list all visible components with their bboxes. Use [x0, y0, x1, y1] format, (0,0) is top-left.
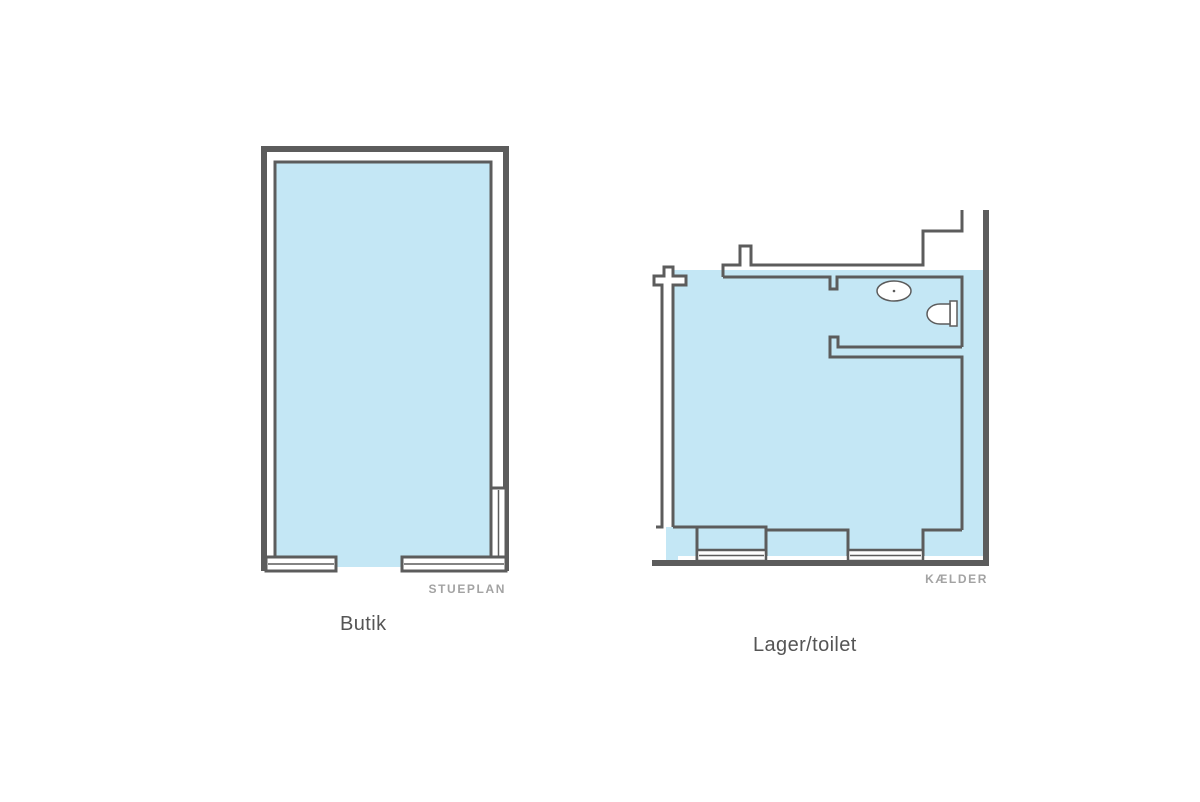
ground-floor-room-label: Butik — [340, 613, 387, 635]
ground-floor-inner-wall — [273, 160, 493, 556]
ground-floor-plan: STUEPLAN — [261, 146, 509, 596]
sink-icon — [876, 280, 912, 302]
basement-plan: KÆLDER — [652, 210, 989, 586]
ground-floor-tag: STUEPLAN — [429, 582, 506, 596]
basement-toilet-wall — [828, 335, 964, 530]
toilet-icon — [926, 300, 958, 327]
basement-room-fill — [676, 270, 985, 556]
basement-room-label: Lager/toilet — [753, 634, 857, 656]
ground-floor-outer-wall — [261, 146, 509, 571]
basement-top-wall-inner — [723, 275, 964, 347]
basement-window-left — [695, 548, 768, 563]
basement-bay — [764, 528, 850, 556]
ground-floor-window-bottom-right — [400, 555, 508, 573]
ground-floor-window-bottom-left — [264, 555, 338, 573]
basement-window-right — [846, 548, 925, 563]
basement-left-pillar — [652, 265, 688, 529]
basement-floor-tag: KÆLDER — [925, 572, 988, 586]
ground-floor-room-fill — [275, 162, 491, 567]
basement-top-wall — [721, 210, 964, 277]
